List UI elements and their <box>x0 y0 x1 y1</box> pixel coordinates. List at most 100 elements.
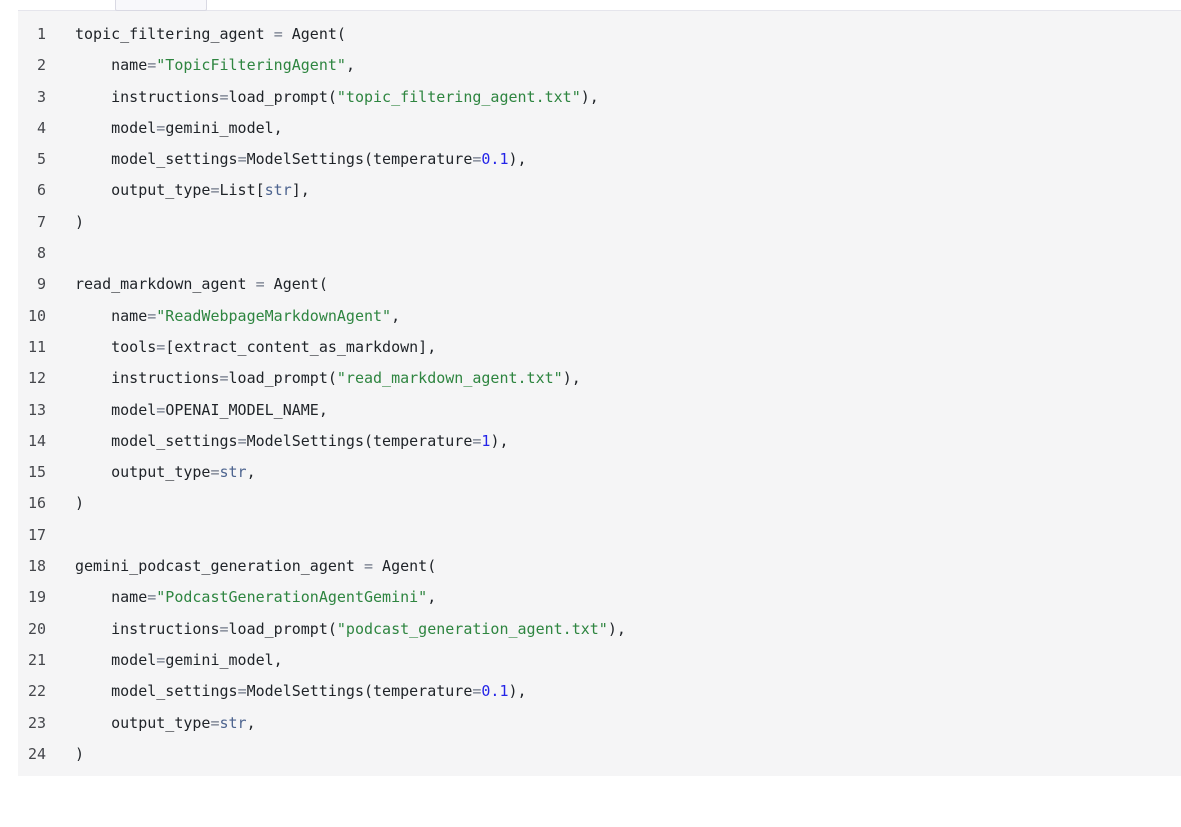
code-segment-operator: = <box>210 463 220 482</box>
line-number: 17 <box>28 525 47 544</box>
code-segment-plain: load_prompt( <box>228 369 337 388</box>
code-segment-plain: Agent( <box>373 557 437 576</box>
code-segment-plain: name <box>75 588 148 607</box>
code-segment-operator: = <box>147 56 157 75</box>
code-segment-plain: , <box>391 306 401 325</box>
line-number: 9 <box>36 275 46 294</box>
line-number: 4 <box>36 118 46 137</box>
line-number: 13 <box>28 400 47 419</box>
line-number: 22 <box>28 682 47 701</box>
code-segment-plain: Agent( <box>264 275 328 294</box>
code-segment-plain: , <box>345 56 355 75</box>
code-line: 5 model_settings=ModelSettings(temperatu… <box>28 144 1181 175</box>
code-segment-plain: ), <box>508 150 527 169</box>
line-number: 23 <box>28 713 47 732</box>
code-line: 3 instructions=load_prompt("topic_filter… <box>28 82 1181 113</box>
code-segment-plain: load_prompt( <box>228 87 337 106</box>
code-segment-plain: output_type <box>75 463 211 482</box>
code-segment-string: "podcast_generation_agent.txt" <box>336 619 608 638</box>
code-segment-operator: = <box>156 650 166 669</box>
code-line: 7) <box>28 207 1181 238</box>
code-segment-plain: Agent( <box>282 25 346 43</box>
code-segment-operator: = <box>237 150 247 169</box>
code-segment-string: "read_markdown_agent.txt" <box>336 369 563 388</box>
code-line: 15 output_type=str, <box>28 457 1181 488</box>
code-segment-plain: gemini_podcast_generation_agent <box>75 557 364 576</box>
code-segment-plain: gemini_model, <box>165 118 283 137</box>
code-segment-operator: = <box>363 557 374 576</box>
code-segment-builtin: str <box>219 713 247 732</box>
code-segment-string: "PodcastGenerationAgentGemini" <box>156 588 428 607</box>
code-segment-plain: ), <box>490 431 509 450</box>
line-number: 3 <box>36 87 46 106</box>
code-segment-plain: , <box>246 463 256 482</box>
line-number: 18 <box>28 557 47 576</box>
code-segment-plain: , <box>246 713 256 732</box>
code-segment-plain: , <box>427 588 437 607</box>
line-number: 16 <box>28 494 47 513</box>
code-segment-operator: = <box>156 118 166 137</box>
line-number: 11 <box>28 337 47 356</box>
code-segment-plain: tools <box>75 337 157 356</box>
code-line: 14 model_settings=ModelSettings(temperat… <box>28 426 1181 457</box>
code-segment-plain: name <box>75 306 148 325</box>
code-segment-plain: ), <box>562 369 581 388</box>
code-segment-plain: instructions <box>75 369 220 388</box>
code-line: 8 <box>28 238 1181 269</box>
code-segment-plain: instructions <box>75 87 220 106</box>
code-segment-operator: = <box>147 306 157 325</box>
code-line: 20 instructions=load_prompt("podcast_gen… <box>28 614 1181 645</box>
code-segment-number: 0.1 <box>481 682 509 701</box>
code-segment-operator: = <box>156 400 166 419</box>
code-segment-plain: output_type <box>75 181 211 200</box>
code-segment-builtin: str <box>264 181 292 200</box>
code-segment-operator: = <box>210 181 220 200</box>
code-segment-operator: = <box>472 682 482 701</box>
code-line: 16) <box>28 488 1181 519</box>
code-segment-operator: = <box>472 150 482 169</box>
code-segment-string: "ReadWebpageMarkdownAgent" <box>156 306 392 325</box>
code-segment-operator: = <box>219 369 229 388</box>
line-number: 5 <box>36 150 46 169</box>
line-number: 21 <box>28 650 47 669</box>
code-segment-plain: name <box>75 56 148 75</box>
code-segment-number: 1 <box>481 431 491 450</box>
line-number: 14 <box>28 431 47 450</box>
line-number: 10 <box>28 306 47 325</box>
line-number: 8 <box>36 244 46 263</box>
line-number: 20 <box>28 619 47 638</box>
code-segment-plain: List[ <box>219 181 265 200</box>
code-segment-operator: = <box>210 713 220 732</box>
line-number: 12 <box>28 369 47 388</box>
code-segment-plain: topic_filtering_agent <box>75 25 274 43</box>
line-number: 2 <box>36 56 46 75</box>
code-segment-operator: = <box>156 337 166 356</box>
code-segment-plain: ModelSettings(temperature <box>246 150 473 169</box>
code-line: 6 output_type=List[str], <box>28 175 1181 206</box>
code-segment-operator: = <box>472 431 482 450</box>
line-number: 19 <box>28 588 47 607</box>
code-segment-operator: = <box>219 619 229 638</box>
code-line: 11 tools=[extract_content_as_markdown], <box>28 332 1181 363</box>
code-segment-plain: instructions <box>75 619 220 638</box>
code-segment-string: "TopicFilteringAgent" <box>156 56 346 75</box>
code-segment-plain: ), <box>508 682 527 701</box>
code-segment-plain: ) <box>75 494 85 513</box>
code-segment-operator: = <box>219 87 229 106</box>
code-segment-builtin: str <box>219 463 247 482</box>
code-segment-operator: = <box>147 588 157 607</box>
code-segment-string: "topic_filtering_agent.txt" <box>336 87 581 106</box>
code-line: 23 output_type=str, <box>28 708 1181 739</box>
code-segment-plain: ), <box>580 87 599 106</box>
code-segment-plain: gemini_model, <box>165 650 283 669</box>
line-number: 7 <box>36 212 46 231</box>
code-segment-plain: read_markdown_agent <box>75 275 256 294</box>
code-segment-plain: ModelSettings(temperature <box>246 682 473 701</box>
tab-notch <box>115 0 207 11</box>
code-segment-operator: = <box>237 682 247 701</box>
code-line: 2 name="TopicFilteringAgent", <box>28 50 1181 81</box>
code-segment-plain: model <box>75 400 157 419</box>
